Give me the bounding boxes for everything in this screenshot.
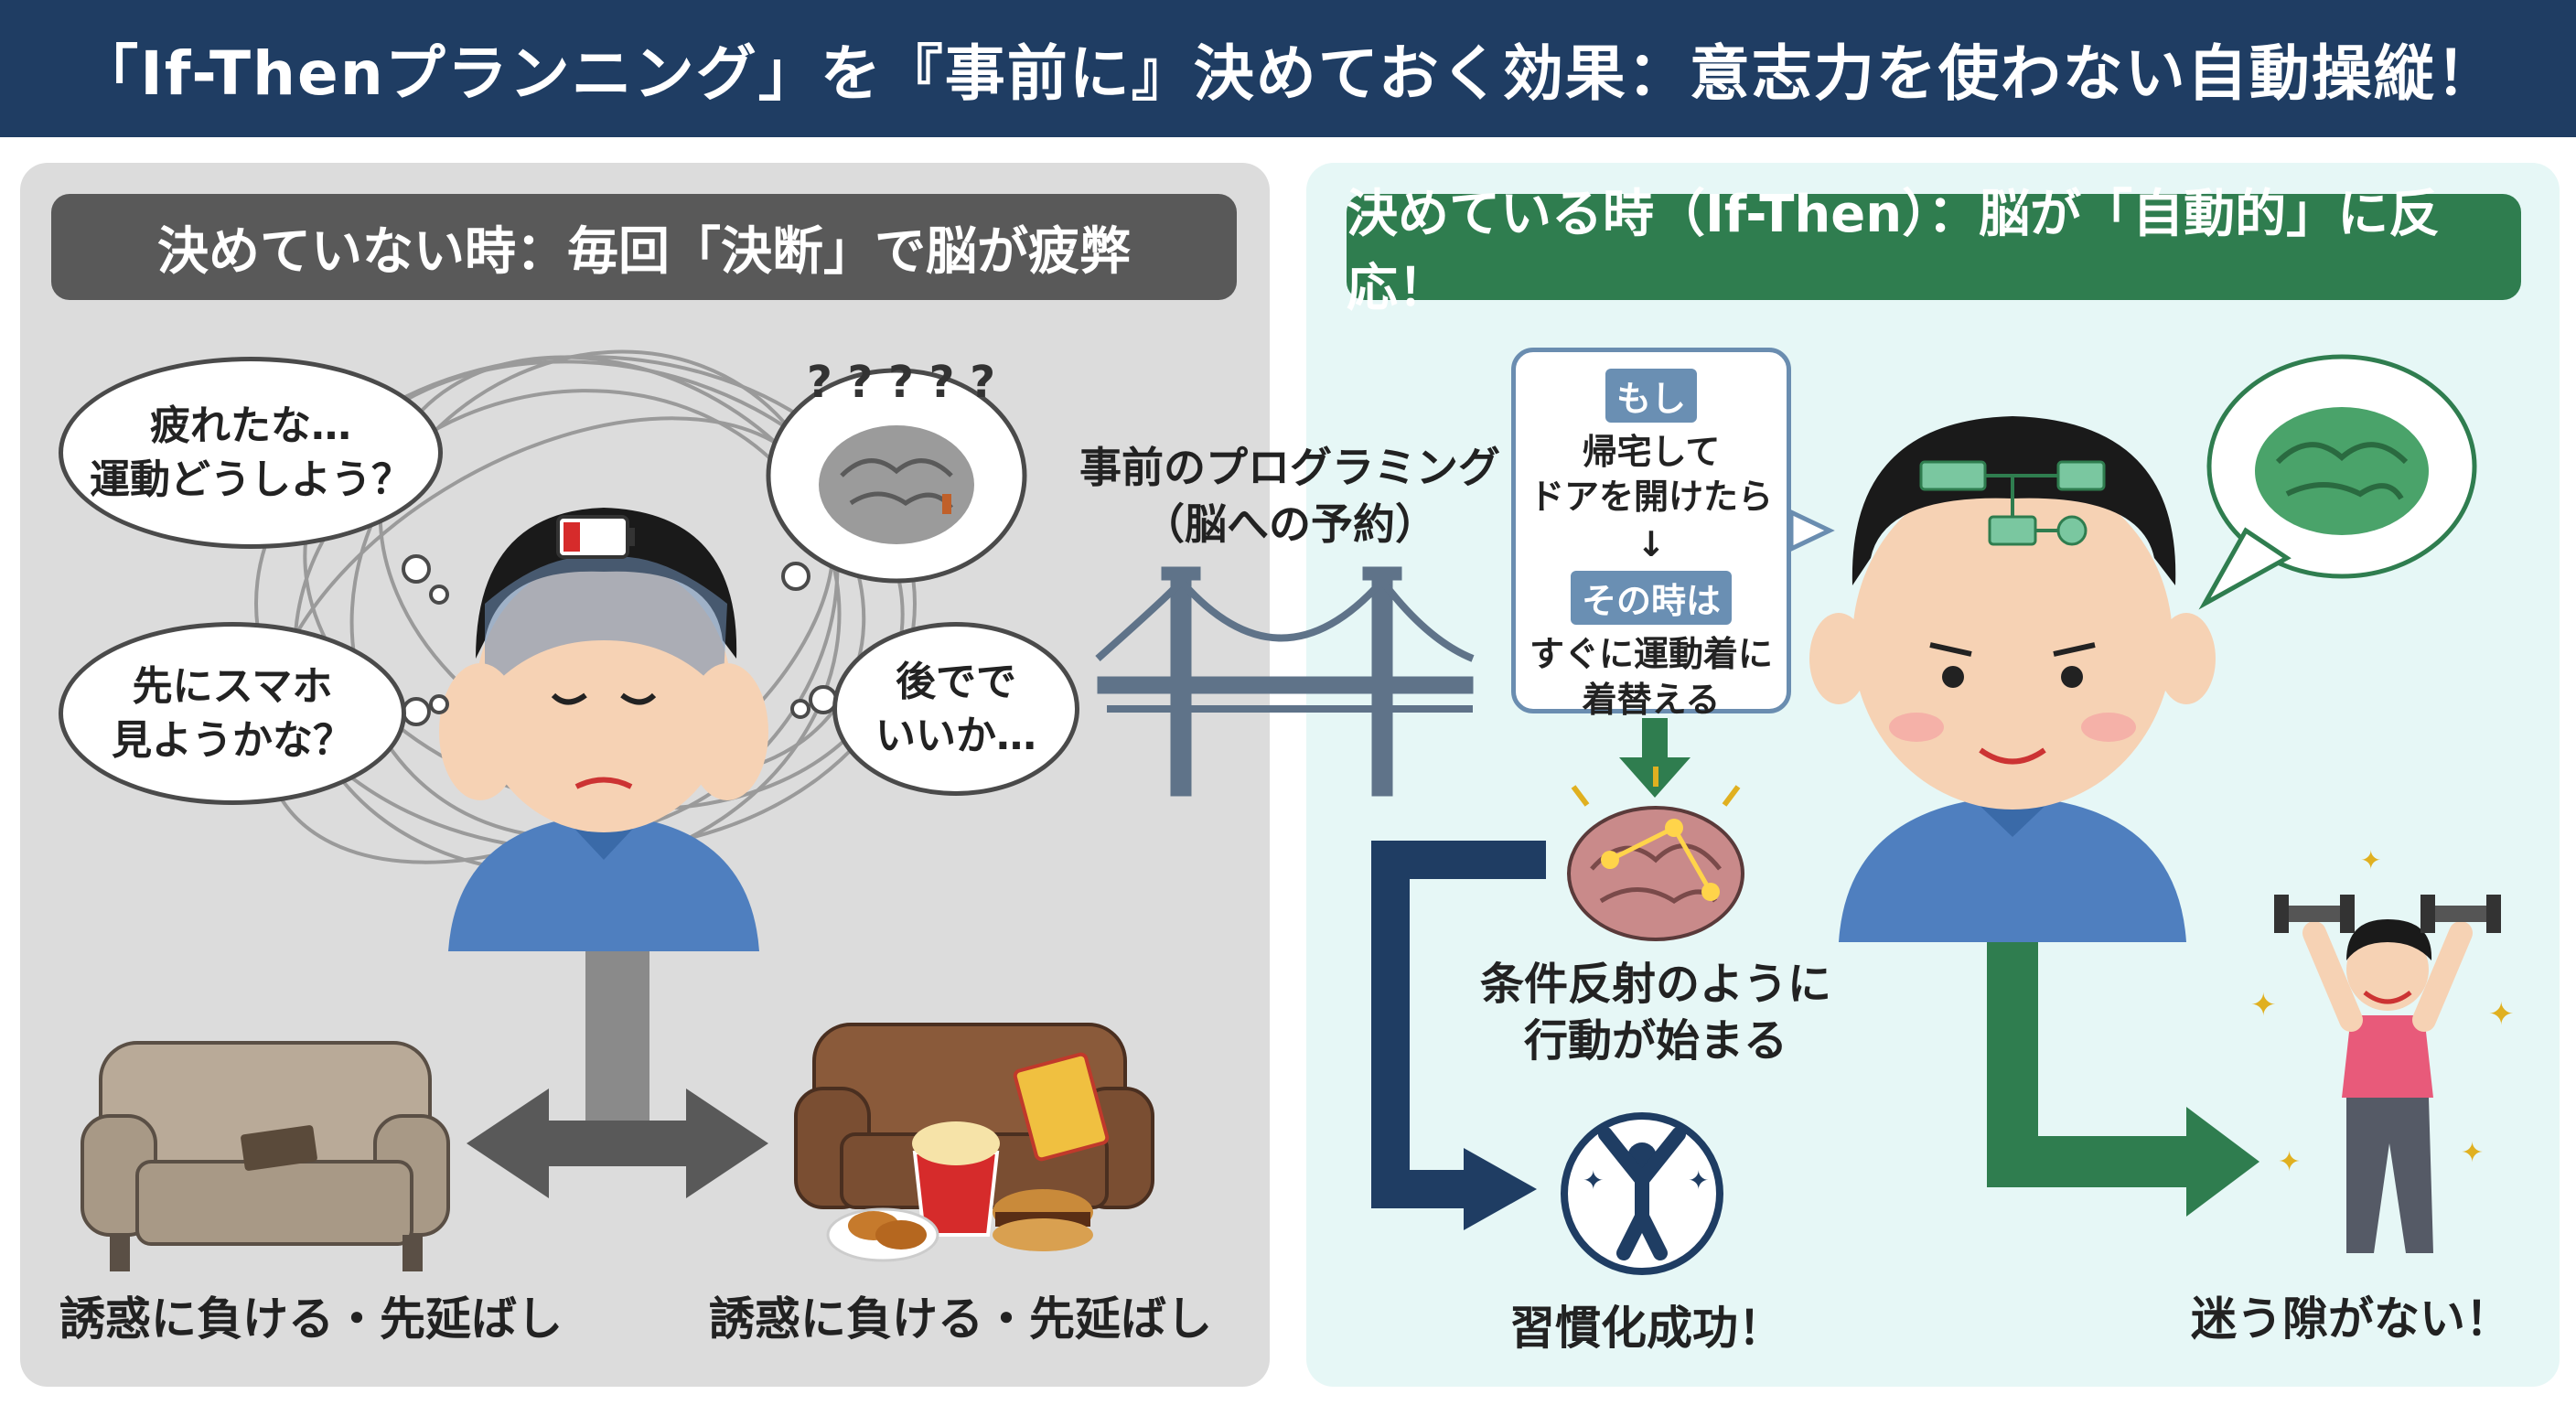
then-tag: その時は xyxy=(1570,571,1732,626)
no-hesitation-label: 迷う隙がない！ xyxy=(2191,1292,2511,1346)
woman-exercising-icon: ✦ ✦ ✦ ✦ ✦ xyxy=(2250,845,2515,1253)
calm-man-icon xyxy=(1809,416,2216,942)
right-banner: 決めている時（If-Then）：脳が「自動的」に反応！ xyxy=(1347,185,2521,318)
bridge-icon xyxy=(1095,566,1475,797)
svg-text:✦: ✦ xyxy=(2488,996,2515,1033)
page-title: 「If-Thenプランニング」を『事前に』決めておく効果：意志力を使わない自動操… xyxy=(0,0,2576,137)
bridge-label: 事前のプログラミング （脳への予約） xyxy=(1079,443,1500,550)
if-condition-text: 帰宅して ドアを開けたら xyxy=(1529,432,1773,518)
flowchart-icon xyxy=(1919,460,2106,546)
svg-text:✦: ✦ xyxy=(1583,1165,1604,1196)
gray-connector xyxy=(585,951,649,1134)
thought-bubble-tired: 疲れたな… 運動どうしよう？ xyxy=(59,357,443,549)
then-action-text: すぐに運動着に 着替える xyxy=(1529,634,1773,720)
elbow-arrow-navy xyxy=(1371,841,1546,1230)
if-then-plan-box: もし 帰宅して ドアを開けたら ↓ その時は すぐに運動着に 着替える xyxy=(1511,348,1791,720)
double-arrow-icon xyxy=(467,1089,768,1198)
svg-text:✦: ✦ xyxy=(2250,987,2277,1024)
left-banner: 決めていない時：毎回「決断」で脳が疲弊 xyxy=(51,194,1237,300)
if-tag: もし xyxy=(1605,369,1697,423)
svg-text:✦: ✦ xyxy=(2278,1146,2301,1178)
sofa-with-junk-food-icon xyxy=(794,1023,1154,1262)
green-brain-icon xyxy=(2198,354,2477,610)
svg-text:✦: ✦ xyxy=(2360,845,2381,875)
svg-text:✦: ✦ xyxy=(2461,1137,2484,1169)
question-marks: ? ? ? ? ? xyxy=(806,357,996,408)
plan-arrow-glyph: ↓ xyxy=(1637,523,1666,564)
elbow-arrow-green xyxy=(1987,942,2259,1217)
caption-temptation-right: 誘惑に負ける・先延ばし xyxy=(709,1292,1212,1346)
thought-bubble-later: 後でで いいか… xyxy=(832,622,1079,796)
thought-bubble-phone: 先にスマホ 見ようかな？ xyxy=(59,622,406,805)
reflex-label: 条件反射のように 行動が始まる xyxy=(1479,959,1831,1067)
svg-text:✦: ✦ xyxy=(1688,1165,1709,1196)
caption-temptation-left: 誘惑に負ける・先延ばし xyxy=(59,1292,563,1346)
success-person-icon: ✦ ✦ xyxy=(1561,1112,1723,1275)
empty-sofa-icon xyxy=(80,1041,450,1271)
confused-brain-icon xyxy=(766,368,1027,584)
glowing-brain-icon xyxy=(1567,767,1744,941)
habit-success-label: 習慣化成功！ xyxy=(1509,1302,1784,1355)
low-battery-icon xyxy=(556,515,635,559)
stressed-man-icon xyxy=(439,508,768,951)
